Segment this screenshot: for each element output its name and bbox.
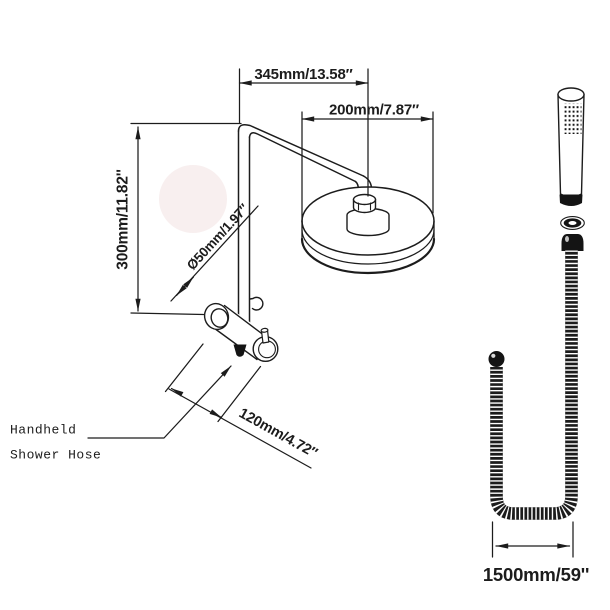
connector-nut xyxy=(352,193,377,206)
washer xyxy=(560,216,585,230)
hose-outlet xyxy=(233,344,247,357)
mounting-bracket xyxy=(203,296,279,363)
watermark-blob xyxy=(159,165,227,233)
dim-200 xyxy=(301,111,434,223)
drawing-ink xyxy=(87,68,585,558)
hose-end-ball xyxy=(488,351,505,367)
dim-diameter-50 xyxy=(170,205,259,302)
wand-hook xyxy=(249,296,264,311)
head-connector xyxy=(346,193,390,237)
handheld-label-line2: Shower Hose xyxy=(10,448,101,463)
handheld-leader-line xyxy=(87,365,232,439)
handheld-label-line1: Handheld xyxy=(10,423,76,438)
dimension-lines xyxy=(87,68,574,558)
riser-pipe xyxy=(237,123,365,345)
hose-connector xyxy=(561,234,584,251)
dim-1500 xyxy=(491,521,574,558)
dim-345 xyxy=(238,68,369,197)
dim-120 xyxy=(164,343,312,469)
dim-1500-label: 1500mm/59'' xyxy=(483,564,589,585)
dim-300-label: 300mm/11.82'' xyxy=(115,169,132,269)
wand-nut-band xyxy=(559,194,583,206)
spray-face xyxy=(562,103,582,134)
handheld-wand xyxy=(557,87,585,251)
dim-300 xyxy=(130,122,242,316)
dim-200-label: 200mm/7.87″ xyxy=(329,102,419,119)
dim-345-label: 345mm/13.58″ xyxy=(254,66,352,83)
shower-hose xyxy=(488,250,578,520)
